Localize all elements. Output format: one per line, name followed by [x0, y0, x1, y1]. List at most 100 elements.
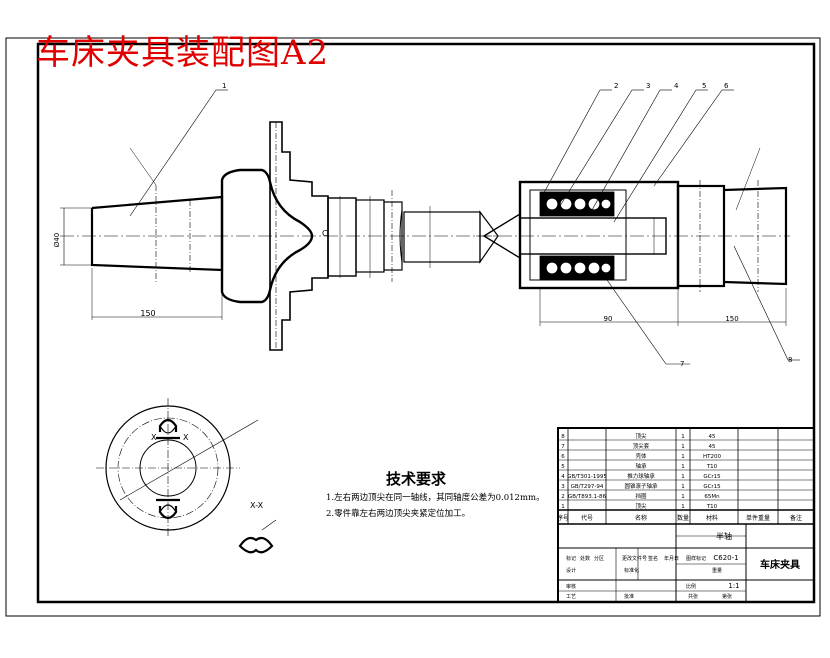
- bom-header-cell: 数量: [677, 514, 689, 522]
- drawing-title: 车床夹具装配图A2: [36, 33, 330, 73]
- bom-cell-material: GCr15: [703, 474, 721, 480]
- title-block-label: 标准化: [624, 567, 639, 574]
- bom-cell-material: T10: [706, 464, 718, 470]
- drawing-number: C620-1: [713, 554, 738, 562]
- bom-cell-no: 1: [561, 504, 565, 510]
- bom-cell-material: 45: [709, 444, 716, 450]
- bom-cell-no: 6: [561, 454, 565, 460]
- dim-left-diameter: Ø40: [53, 233, 61, 247]
- tech-requirements-heading: 技术要求: [386, 470, 447, 488]
- bom-header-cell: 序号: [557, 514, 569, 522]
- title-block-label: 审核: [566, 583, 576, 590]
- chamfer-label: C: [322, 229, 328, 238]
- bom-cell-name: 轴承: [635, 462, 647, 470]
- tech-note-1: 1.左右两边顶尖在同一轴线，其同轴度公差为0.012mm。: [326, 493, 545, 503]
- bom-cell-code: GB/T893.1-86: [568, 494, 606, 500]
- dim-right-length-1: 90: [604, 315, 613, 323]
- material-label: 半轴: [716, 531, 732, 541]
- bom-cell-material: HT200: [703, 454, 721, 460]
- title-block-label: 签名: [648, 555, 658, 562]
- title-block: 车床夹具 C620-1 1:1 半轴 标记处数分区 更改文件号签名年月日设计 标准化…: [566, 531, 800, 600]
- view-label-x-left: X: [151, 433, 157, 442]
- inner-frame: [36, 42, 816, 604]
- bom-header-cell: 单件重量: [746, 514, 770, 522]
- balloon-1: 1: [222, 82, 226, 90]
- detail-x-x: [238, 536, 274, 554]
- bom-cell-material: 65Mn: [704, 494, 720, 500]
- bom-cell-no: 5: [561, 464, 565, 470]
- title-block-label: 更改文件号: [622, 555, 647, 562]
- section-view: [96, 398, 277, 554]
- bom-cell-qty: 1: [681, 444, 685, 450]
- bom-cell-qty: 1: [681, 484, 685, 490]
- dim-left-length: 150: [140, 309, 155, 318]
- bom-cell-material: GCr15: [703, 484, 721, 490]
- bom-header-cell: 材料: [706, 514, 718, 522]
- bom-cell-name: 壳体: [635, 452, 647, 460]
- dim-right-length-2: 150: [725, 315, 738, 323]
- right-assembly: [476, 89, 800, 365]
- title-block-label: 第张: [722, 593, 732, 600]
- title-block-label: 图样标记: [686, 555, 706, 562]
- face-plate: [220, 168, 314, 304]
- bom-cell-name: 推力球轴承: [627, 472, 655, 480]
- bom-cell-name: 顶尖: [635, 432, 647, 440]
- balloon-7: 7: [680, 360, 684, 368]
- flange: [269, 121, 329, 351]
- title-block-label: 标记: [566, 555, 576, 562]
- title-block-label: 分区: [594, 555, 604, 562]
- title-block-label: 重量: [712, 567, 722, 574]
- bom-cell-no: 3: [561, 484, 565, 490]
- bom-cell-code: GB/T297-94: [571, 484, 604, 490]
- bom-cell-no: 4: [561, 474, 565, 480]
- section-label: X-X: [250, 501, 264, 510]
- quill: [519, 217, 667, 255]
- bom-cell-name: 顶尖: [635, 502, 647, 510]
- bom-cell-no: 2: [561, 494, 565, 500]
- left-assembly: [60, 89, 500, 351]
- center-point-left: [479, 210, 499, 264]
- spindle-body: [327, 197, 357, 277]
- title-block-label: 工艺: [566, 594, 576, 600]
- title-block-label: 比例: [686, 583, 696, 590]
- title-block-label: 年月日: [664, 555, 679, 562]
- part-name: 车床夹具: [760, 558, 800, 571]
- workpiece: [403, 211, 481, 263]
- bom-cell-qty: 1: [681, 474, 685, 480]
- bom-cell-qty: 1: [681, 504, 685, 510]
- bom-cell-qty: 1: [681, 454, 685, 460]
- bom-cell-name: 圆锥滚子轴承: [624, 482, 658, 490]
- balloon-3: 3: [646, 82, 650, 90]
- scale-value: 1:1: [728, 582, 739, 590]
- outer-border: [5, 37, 821, 617]
- view-label-x-right: X: [183, 433, 189, 442]
- bom-cell-material: 45: [709, 434, 716, 440]
- tech-note-2: 2.零件靠左右两边顶尖夹紧定位加工。: [326, 509, 471, 519]
- title-block-label: 共张: [688, 593, 698, 600]
- bom-cell-qty: 1: [681, 434, 685, 440]
- balloon-4: 4: [674, 82, 679, 90]
- bom-cell-name: 顶尖套: [633, 442, 650, 450]
- balloon-5: 5: [702, 82, 706, 90]
- bom-cell-qty: 1: [681, 494, 685, 500]
- bom-cell-qty: 1: [681, 464, 685, 470]
- title-block-label: 设计: [566, 567, 576, 574]
- bom-cell-name: 挡圈: [635, 492, 647, 500]
- bom-cell-material: T10: [706, 504, 718, 510]
- tail-shank: [723, 186, 788, 286]
- title-block-label: 批准: [624, 593, 634, 600]
- bom-cell-code: GB/T301-1995: [567, 474, 607, 480]
- left-shaft: [90, 195, 224, 272]
- balloon-8: 8: [788, 356, 792, 364]
- bom-header-cell: 名称: [635, 514, 647, 522]
- balloon-2: 2: [614, 82, 618, 90]
- balloon-6: 6: [724, 82, 729, 90]
- bom-cell-no: 7: [561, 444, 565, 450]
- bom-cell-no: 8: [561, 434, 565, 440]
- bom-header-cell: 备注: [790, 514, 802, 522]
- bom-header-cell: 代号: [581, 514, 593, 522]
- title-block-label: 处数: [580, 555, 590, 562]
